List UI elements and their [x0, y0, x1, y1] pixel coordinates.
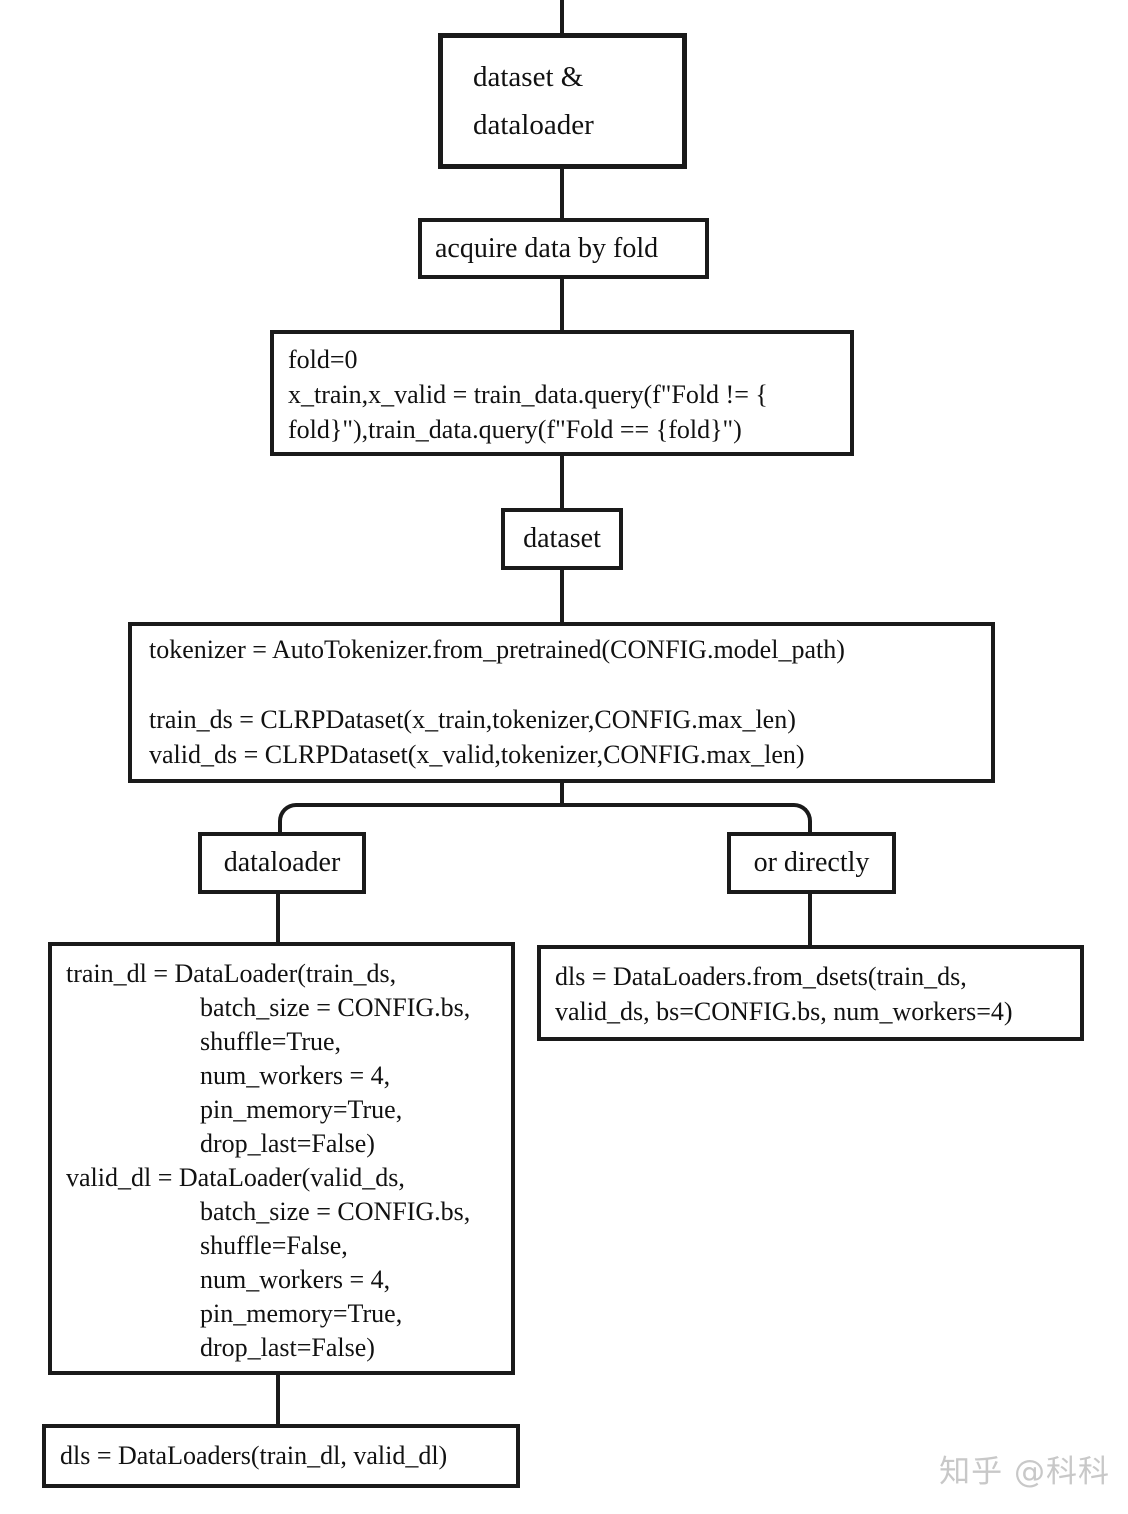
connector-line: [560, 276, 564, 334]
code-line: pin_memory=True,: [200, 1299, 403, 1328]
or-directly-label: or directly: [753, 847, 870, 878]
code-line: batch_size = CONFIG.bs,: [200, 993, 471, 1022]
dataloaders-result-label: dls = DataLoaders(train_dl, valid_dl): [60, 1441, 448, 1470]
dataloader-code-box: train_dl = DataLoader(train_ds, batch_si…: [48, 942, 515, 1375]
code-line: train_ds = CLRPDataset(x_train,tokenizer…: [149, 705, 796, 734]
code-line: batch_size = CONFIG.bs,: [200, 1197, 471, 1226]
connector-line: [560, 780, 564, 807]
dataset-box: dataset: [501, 508, 623, 570]
tokenizer-code-box: tokenizer = AutoTokenizer.from_pretraine…: [128, 622, 995, 783]
code-line: num_workers = 4,: [200, 1265, 391, 1294]
title-line-1: dataset &: [473, 61, 584, 93]
code-line: drop_last=False): [200, 1129, 375, 1158]
watermark: 知乎 @科科: [939, 1454, 1110, 1490]
dataloader-label-box: dataloader: [198, 832, 366, 894]
code-line: train_dl = DataLoader(train_ds,: [66, 959, 397, 988]
code-line: tokenizer = AutoTokenizer.from_pretraine…: [149, 635, 845, 664]
code-line: shuffle=True,: [200, 1027, 342, 1056]
code-line: shuffle=False,: [200, 1231, 348, 1260]
code-line: valid_ds, bs=CONFIG.bs, num_workers=4): [555, 997, 1013, 1026]
acquire-data-box: acquire data by fold: [418, 218, 709, 279]
acquire-data-label: acquire data by fold: [435, 232, 659, 264]
code-line: pin_memory=True,: [200, 1095, 403, 1124]
code-line: dls = DataLoaders.from_dsets(train_ds,: [555, 962, 967, 991]
connector-line: [808, 890, 812, 948]
from-dsets-code-box: dls = DataLoaders.from_dsets(train_ds, v…: [537, 945, 1084, 1041]
connector-line: [276, 890, 280, 946]
code-line: num_workers = 4,: [200, 1061, 391, 1090]
dataloader-label: dataloader: [223, 847, 341, 878]
dataloaders-result-box: dls = DataLoaders(train_dl, valid_dl): [42, 1424, 520, 1488]
connector-line: [560, 452, 564, 512]
code-line: valid_dl = DataLoader(valid_ds,: [66, 1163, 405, 1192]
connector-line: [276, 1371, 280, 1427]
connector-line: [560, 566, 564, 626]
or-directly-label-box: or directly: [727, 832, 896, 894]
code-line: [149, 667, 991, 702]
dataset-label: dataset: [523, 523, 601, 554]
connector-line: [560, 166, 564, 222]
connector-line-top: [560, 0, 564, 36]
code-line: fold}"),train_data.query(f"Fold == {fold…: [288, 415, 742, 444]
code-line: drop_last=False): [200, 1333, 375, 1362]
code-line: fold=0: [288, 345, 358, 374]
title-box: dataset & dataloader: [438, 33, 687, 169]
code-line: valid_ds = CLRPDataset(x_valid,tokenizer…: [149, 740, 805, 769]
code-line: x_train,x_valid = train_data.query(f"Fol…: [288, 380, 768, 409]
fold-code-box: fold=0 x_train,x_valid = train_data.quer…: [270, 330, 854, 456]
title-line-2: dataloader: [473, 109, 594, 141]
branch-connector: [278, 803, 812, 834]
